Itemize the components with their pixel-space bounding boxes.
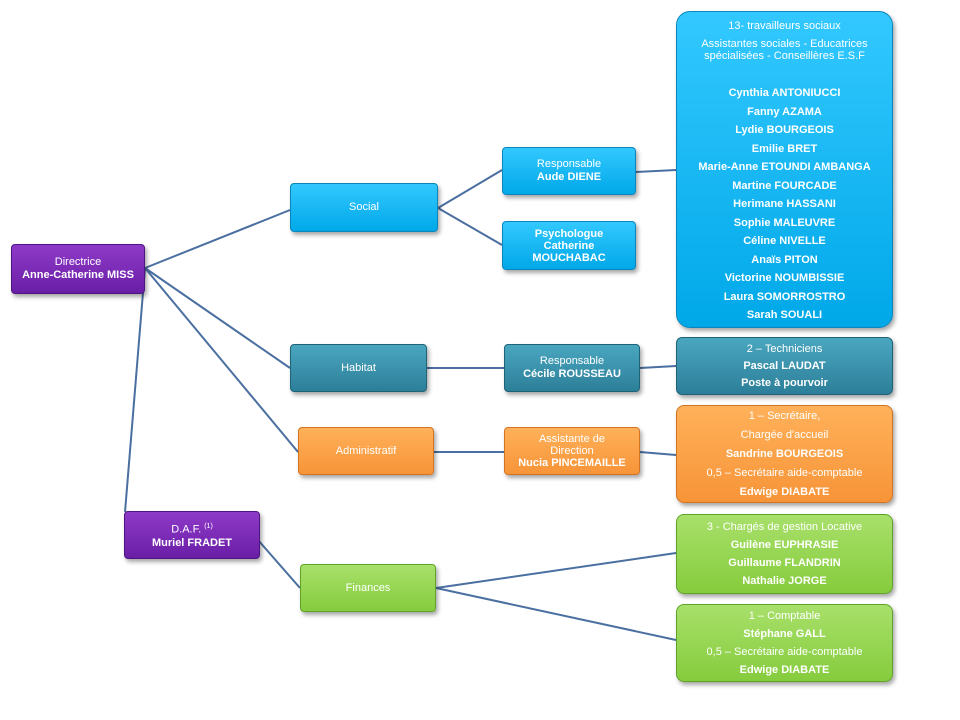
social-responsable-box: Responsable Aude DIENE (502, 147, 636, 195)
dept-habitat-label: Habitat (341, 361, 376, 374)
list-item: Herimane HASSANI (733, 198, 836, 210)
daf-box: D.A.F. (1) Muriel FRADET (124, 511, 260, 559)
social-team-header: 13- travailleurs sociaux (728, 20, 841, 32)
list-item: Guilène EUPHRASIE (730, 539, 839, 551)
dept-finances-label: Finances (345, 581, 391, 594)
habitat-team-header: 2 – Techniciens (746, 342, 823, 355)
psychologue-box: Psychologue Catherine MOUCHABAC (502, 221, 636, 270)
psychologue-name: Catherine MOUCHABAC (532, 239, 606, 264)
directrice-title: Directrice (54, 256, 102, 268)
daf-title: D.A.F. (1) (171, 523, 213, 536)
daf-name: Muriel FRADET (151, 536, 233, 549)
habitat-team-box: 2 – Techniciens Pascal LAUDAT Poste à po… (676, 337, 893, 395)
social-responsable-title: Responsable (536, 158, 602, 170)
habitat-responsable-title: Responsable (539, 355, 605, 367)
list-item: Cynthia ANTONIUCCI (728, 87, 841, 99)
assistante-box: Assistante de Direction Nucia PINCEMAILL… (504, 427, 640, 475)
list-item: Céline NIVELLE (743, 235, 826, 247)
list-item: Marie-Anne ETOUNDI AMBANGA (698, 161, 871, 173)
list-item: Lydie BOURGEOIS (735, 124, 834, 136)
list-item: Fanny AZAMA (747, 105, 822, 118)
admin-team-line2: Chargée d'accueil (740, 428, 829, 441)
admin-team-box: 1 – Secrétaire, Chargée d'accueil Sandri… (676, 405, 893, 503)
list-item: Laura SOMORROSTRO (723, 290, 846, 303)
gestion-team-header: 3 - Chargés de gestion Locative (706, 521, 863, 533)
social-responsable-name: Aude DIENE (536, 171, 602, 183)
assistante-name: Nucia PINCEMAILLE (518, 457, 626, 469)
dept-social: Social (290, 183, 438, 232)
dept-habitat: Habitat (290, 344, 427, 392)
admin-team-name1: Sandrine BOURGEOIS (725, 447, 844, 460)
compta-team-box: 1 – Comptable Stéphane GALL 0,5 – Secrét… (676, 604, 893, 682)
psychologue-title: Psychologue (534, 227, 604, 240)
directrice-name: Anne-Catherine MISS (22, 269, 134, 281)
list-item: Nathalie JORGE (742, 575, 827, 587)
compta-team-header: 1 – Comptable (748, 610, 821, 622)
list-item: Emilie BRET (751, 142, 818, 155)
admin-team-name2: Edwige DIABATE (739, 485, 830, 498)
directrice-box: Directrice Anne-Catherine MISS (11, 244, 145, 294)
admin-team-line1: 1 – Secrétaire, (748, 409, 821, 422)
list-item: Martine FOURCADE (732, 179, 837, 192)
compta-team-line2: 0,5 – Secrétaire aide-comptable (706, 646, 863, 658)
admin-team-line3: 0,5 – Secrétaire aide-comptable (706, 466, 863, 479)
list-item: Anaïs PITON (751, 253, 818, 266)
dept-administratif: Administratif (298, 427, 434, 475)
compta-team-name1: Stéphane GALL (743, 628, 826, 640)
social-team-list: Cynthia ANTONIUCCI Fanny AZAMA Lydie BOU… (698, 84, 870, 325)
list-item: Victorine NOUMBISSIE (724, 272, 845, 284)
social-team-box: 13- travailleurs sociaux Assistantes soc… (676, 11, 893, 328)
list-item: Sophie MALEUVRE (733, 216, 836, 229)
gestion-team-box: 3 - Chargés de gestion Locative Guilène … (676, 514, 893, 594)
habitat-responsable-box: Responsable Cécile ROUSSEAU (504, 344, 640, 392)
dept-administratif-label: Administratif (335, 444, 397, 457)
social-team-subheader: Assistantes sociales - Educatrices spéci… (701, 38, 868, 62)
list-item: Guillaume FLANDRIN (728, 557, 841, 569)
list-item: Poste à pourvoir (741, 376, 828, 389)
dept-finances: Finances (300, 564, 436, 612)
daf-note: (1) (204, 523, 213, 531)
compta-team-name2: Edwige DIABATE (739, 664, 830, 676)
dept-social-label: Social (349, 201, 379, 213)
assistante-title: Assistante de Direction (538, 433, 606, 457)
list-item: Sarah SOUALI (746, 309, 823, 321)
habitat-responsable-name: Cécile ROUSSEAU (523, 368, 621, 380)
list-item: Pascal LAUDAT (743, 359, 826, 372)
